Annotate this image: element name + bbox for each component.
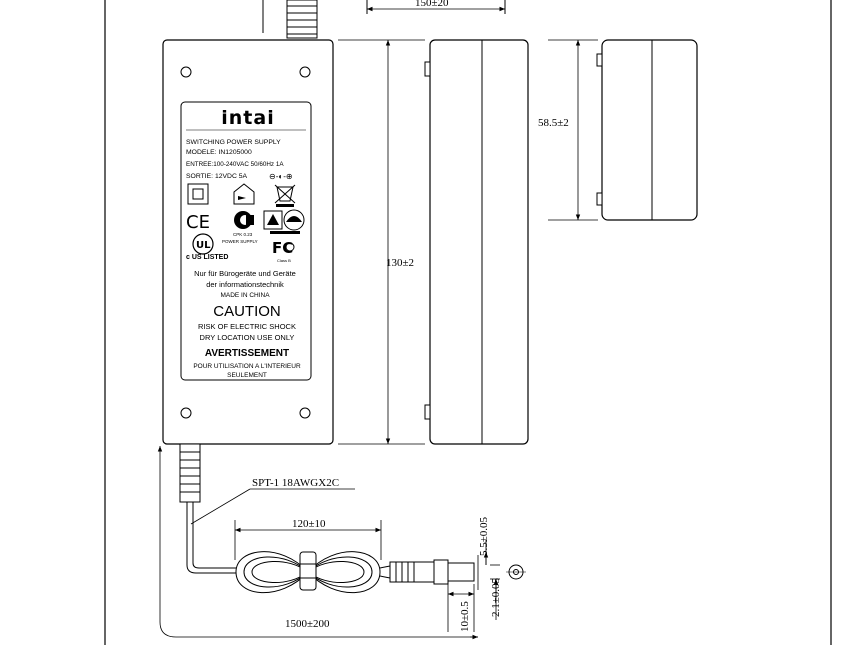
dim-plug-inner: 2.1±0.05 [490, 577, 502, 617]
avertissement-line-1: POUR UTILISATION A L'INTERIEUR [193, 363, 301, 370]
product-label: intai SWITCHING POWER SUPPLY MODELE: IN1… [180, 101, 312, 381]
ccc-caption: CPK 0.23 [233, 232, 253, 237]
top-dimension: 150±20 [262, 0, 506, 33]
screw-hole [180, 66, 192, 78]
adapter-end-view [596, 39, 698, 221]
avertissement-line-2: SEULEMENT [227, 372, 267, 379]
fcc-mark-icon: FC [272, 239, 295, 257]
dim-plug-outer: 5.5±0.05 [478, 516, 490, 556]
adapter-side-view [424, 39, 529, 445]
dc-cable [186, 502, 236, 574]
depth-dimension: 58.5±2 [538, 39, 598, 221]
plug-length-dimension: 10±0.5 [447, 584, 475, 632]
label-input: ENTREE:100-240VAC 50/60Hz 1A [186, 161, 284, 168]
made-in: MADE IN CHINA [220, 292, 270, 299]
ul-listed-icon: UL [192, 233, 214, 255]
dim-cable-type: SPT-1 18AWGX2C [252, 477, 339, 489]
weee-bin-icon [274, 184, 296, 207]
dim-top-width: 150±20 [415, 0, 449, 9]
fcc-caption: Class B [277, 258, 291, 263]
dim-cable-length: 1500±200 [285, 618, 330, 630]
ul-listed-text: c US LISTED [186, 254, 228, 261]
top-strain-relief [286, 0, 318, 39]
avertissement-title: AVERTISSEMENT [205, 348, 289, 359]
coiled-cable [235, 551, 381, 594]
german-line-1: Nur für Bürogeräte und Geräte [194, 269, 296, 278]
screw-hole [180, 407, 192, 419]
polarity-symbol: ⊖-◐-⊕ [269, 172, 293, 181]
label-output: SORTIE: 12VDC 5A [186, 173, 248, 180]
indoor-use-icon [233, 183, 255, 205]
ce-mark-icon: CE [186, 212, 210, 233]
label-title: SWITCHING POWER SUPPLY [186, 139, 281, 146]
dim-coil: 120±10 [292, 518, 326, 530]
ccc-mark-icon [234, 211, 254, 229]
label-model: MODELE: IN1205000 [186, 149, 252, 156]
length-dimension: 130±2 [338, 39, 425, 445]
caution-line-1: RISK OF ELECTRIC SHOCK [198, 322, 296, 331]
screw-hole [299, 66, 311, 78]
cable-type-callout: SPT-1 18AWGX2C [190, 477, 355, 525]
bottom-strain-relief [179, 443, 201, 503]
double-insulation-icon [187, 183, 209, 205]
screw-hole [299, 407, 311, 419]
caution-line-2: DRY LOCATION USE ONLY [200, 333, 295, 342]
brand-logo: intai [221, 107, 274, 129]
coil-dimension: 120±10 [234, 518, 382, 560]
plug-end-view-icon [506, 564, 526, 580]
german-line-2: der informationstechnik [206, 280, 284, 289]
cable-length-dimension: 1500±200 [157, 446, 478, 640]
svg-text:FC: FC [272, 239, 293, 257]
dim-length: 130±2 [386, 257, 414, 269]
caution-title: CAUTION [213, 303, 281, 320]
dim-plug-length: 10±0.5 [459, 601, 471, 632]
dim-depth: 58.5±2 [538, 117, 569, 129]
dc-plug [379, 555, 500, 590]
svg-text:UL: UL [196, 240, 211, 251]
plug-outer-dimension: 5.5±0.05 [478, 516, 490, 565]
ul-caption: POWER SUPPLY [222, 239, 258, 244]
safety-marks-icon [263, 209, 305, 234]
plug-inner-dimension: 2.1±0.05 [490, 577, 502, 620]
